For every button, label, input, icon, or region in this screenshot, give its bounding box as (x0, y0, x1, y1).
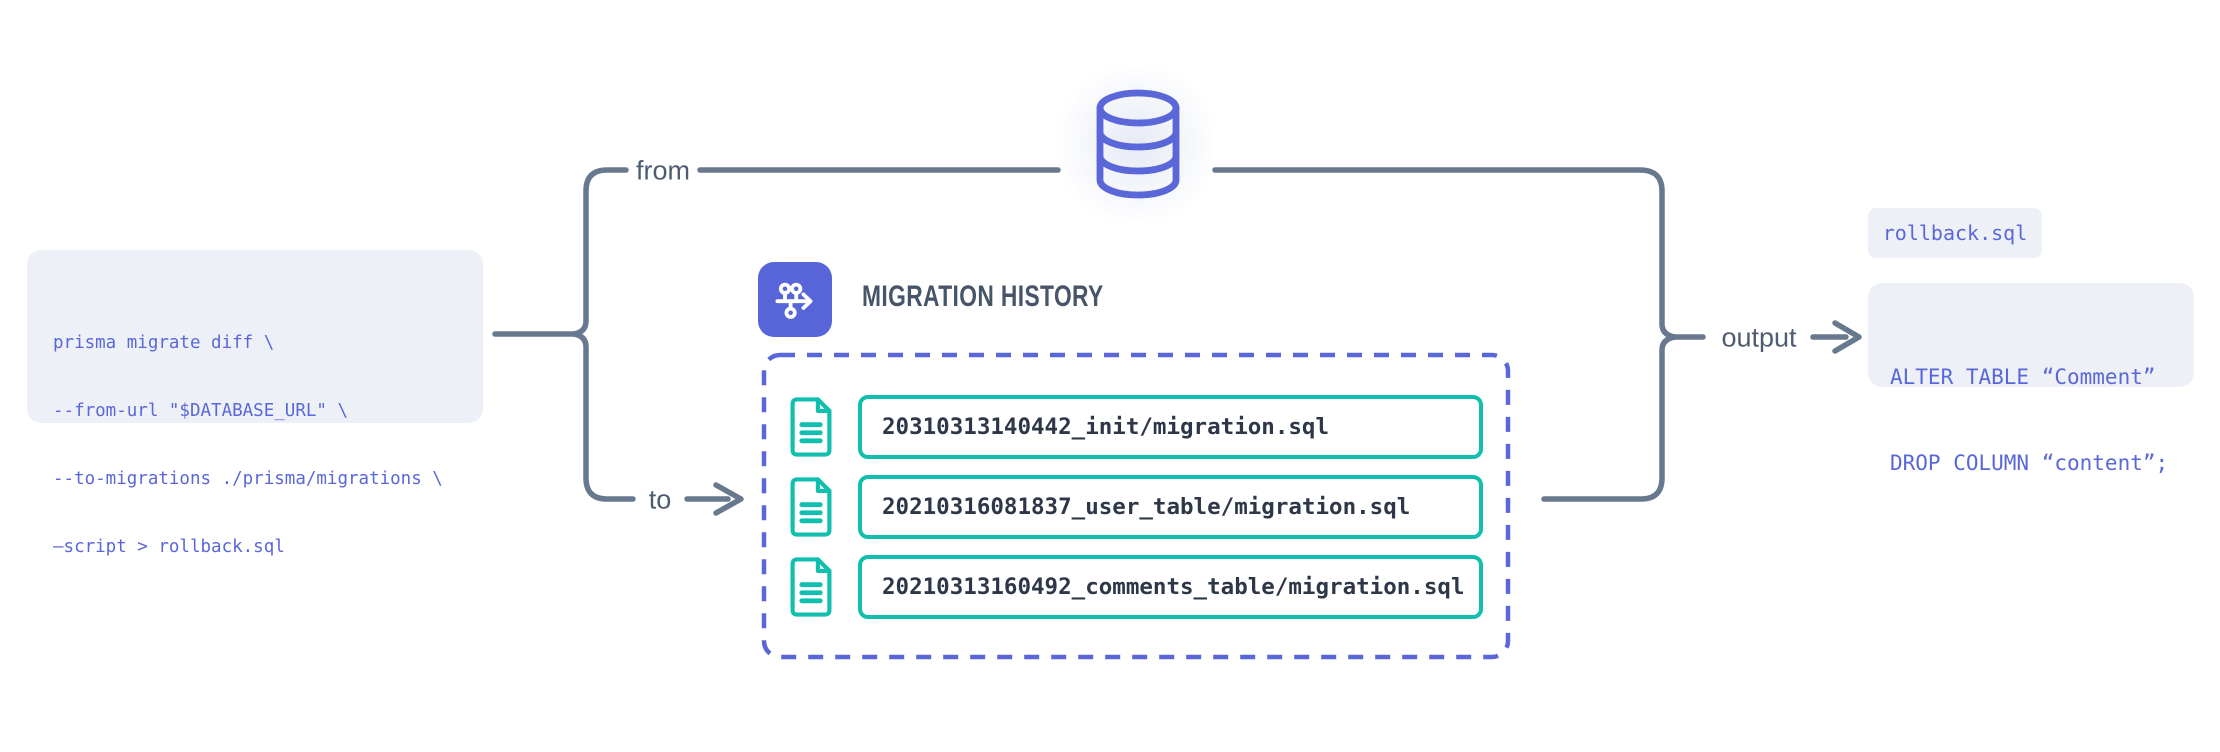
file-icon (790, 397, 832, 457)
sql-line: DROP COLUMN “content”; (1890, 450, 2169, 475)
migration-item: 20310313140442_init/migration.sql (788, 394, 1483, 460)
command-line: --from-url "$DATABASE_URL" \ (53, 400, 349, 421)
rollback-file-badge: rollback.sql (1868, 208, 2042, 258)
file-icon (790, 477, 832, 537)
command-line: prisma migrate diff \ (53, 333, 275, 354)
to-label: to (648, 484, 672, 515)
command-line: –script > rollback.sql (53, 536, 285, 557)
migration-history-icon (758, 262, 832, 337)
sql-line: ALTER TABLE “Comment” (1890, 365, 2156, 389)
to-arrow (684, 482, 744, 516)
from-label: from (636, 155, 690, 186)
output-arrow (1810, 320, 1862, 354)
migration-item: 20210316081837_user_table/migration.sql (788, 474, 1483, 540)
file-icon (790, 557, 832, 617)
migration-history-dashed-border (761, 352, 1511, 660)
left-brace (571, 167, 636, 502)
migration-file-box: 20210313160492_comments_table/migration.… (858, 555, 1483, 619)
migration-file-name: 20210313160492_comments_table/migration.… (882, 574, 1465, 600)
git-timeline-glyph (775, 282, 813, 319)
database-icon (1096, 89, 1180, 199)
command-code-block: prisma migrate diff \ --from-url "$DATAB… (27, 250, 483, 557)
right-brace (1541, 167, 1678, 502)
migration-file-name: 20210316081837_user_table/migration.sql (882, 494, 1411, 520)
migration-file-name: 20310313140442_init/migration.sql (882, 414, 1330, 440)
migration-history-title: MIGRATION HISTORY (862, 280, 1104, 313)
migration-file-box: 20310313140442_init/migration.sql (858, 395, 1483, 459)
output-label: output (1721, 322, 1797, 353)
migration-file-box: 20210316081837_user_table/migration.sql (858, 475, 1483, 539)
migration-item: 20210313160492_comments_table/migration.… (788, 554, 1483, 620)
command-line: --to-migrations ./prisma/migrations \ (53, 468, 443, 489)
sql-output-block: ALTER TABLE “Comment” DROP COLUMN “conte… (1868, 283, 2194, 475)
